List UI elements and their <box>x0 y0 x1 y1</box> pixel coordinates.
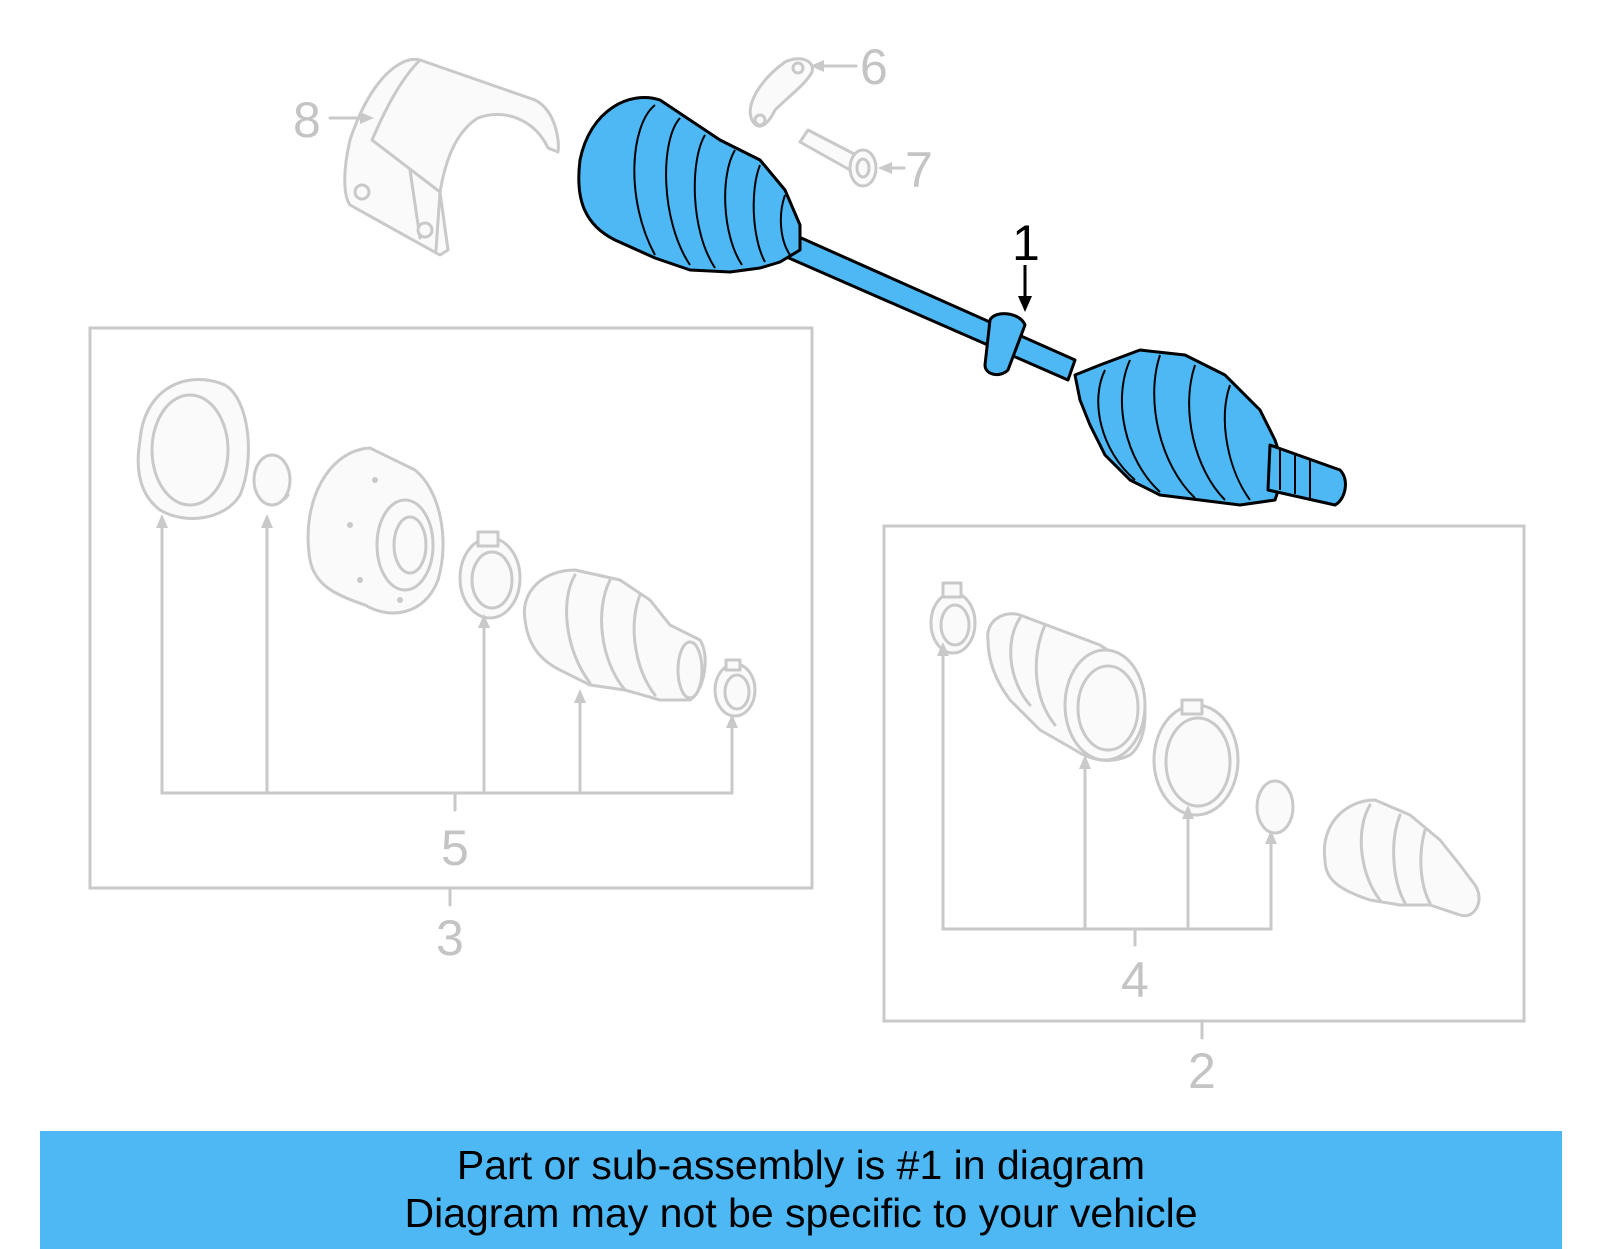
part-2-box: 4 <box>882 524 1526 1023</box>
part-2-joint[interactable] <box>1322 798 1481 918</box>
part-2-snap-ring[interactable] <box>1255 779 1295 835</box>
callout-number-4: 4 <box>1121 952 1149 1008</box>
part-1-drive-axle[interactable] <box>577 96 1347 507</box>
callout-number-6: 6 <box>860 39 888 95</box>
part-3-cap[interactable] <box>136 378 250 520</box>
callout-number-2: 2 <box>1188 1043 1216 1099</box>
callout-number-1: 1 <box>1012 215 1040 271</box>
part-2-clamp[interactable] <box>929 581 977 655</box>
part-3-boot[interactable] <box>522 568 707 702</box>
part-3-snap-ring[interactable] <box>252 453 292 507</box>
callout-number-8: 8 <box>293 92 321 148</box>
banner-line-1: Part or sub-assembly is #1 in diagram <box>456 1142 1146 1188</box>
callout-4-leaders <box>937 642 1277 947</box>
part-2-large-clamp[interactable] <box>1152 698 1240 817</box>
parts-diagram: 8 6 7 <box>88 39 1526 1099</box>
callout-number-5: 5 <box>441 820 469 876</box>
part-3-small-clamp[interactable] <box>713 658 757 718</box>
callout-number-7: 7 <box>905 142 933 198</box>
part-3-clamp[interactable] <box>458 530 522 620</box>
callout-number-3: 3 <box>436 910 464 966</box>
callout-2: 2 <box>1188 1021 1216 1099</box>
callout-3: 3 <box>436 888 464 966</box>
callout-1: 1 <box>1012 215 1040 312</box>
part-8-heat-shield[interactable] <box>343 57 560 257</box>
callout-6: 6 <box>810 39 888 95</box>
part-3-box: 5 <box>88 326 814 890</box>
callout-8: 8 <box>293 92 374 148</box>
part-2-boot[interactable] <box>986 612 1147 762</box>
part-7-bolt[interactable] <box>798 128 878 188</box>
part-6-bracket[interactable] <box>748 57 814 128</box>
info-banner: Part or sub-assembly is #1 in diagram Di… <box>40 1131 1562 1249</box>
callout-5-leaders <box>156 514 738 812</box>
callout-7: 7 <box>878 142 933 198</box>
part-3-hub[interactable] <box>306 446 445 615</box>
banner-line-2: Diagram may not be specific to your vehi… <box>404 1190 1198 1236</box>
